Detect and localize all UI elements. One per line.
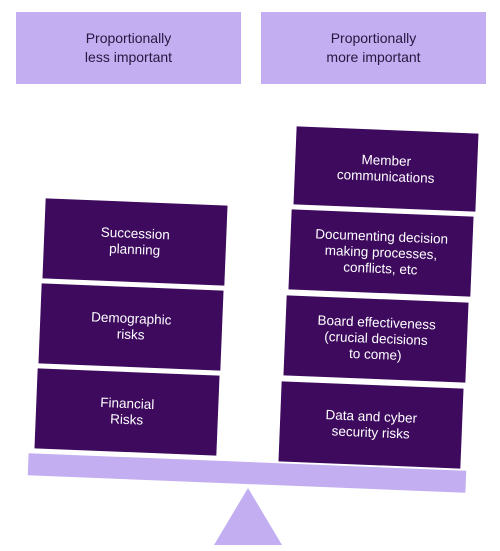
header-less-important: Proportionally less important [16,12,241,84]
header-more-important: Proportionally more important [261,12,486,84]
header-less-important-label: Proportionally less important [84,30,173,65]
header-more-important-label: Proportionally more important [326,30,421,65]
